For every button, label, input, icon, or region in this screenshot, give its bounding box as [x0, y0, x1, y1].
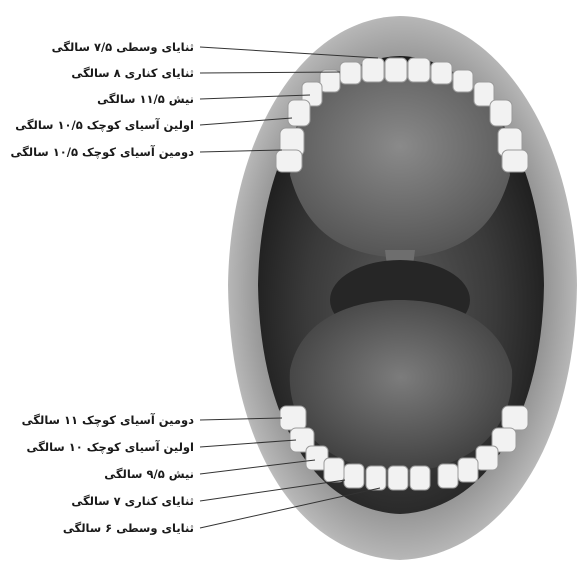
label-lower-canine: نیش ۹/۵ سالگی	[104, 467, 194, 481]
label-upper-canine: نیش ۱۱/۵ سالگی	[97, 92, 194, 106]
label-lower-lateral-incisor: ثنایای کناری ۷ سالگی	[71, 494, 194, 508]
label-upper-lateral-incisor: ثنایای کناری ۸ سالگی	[71, 66, 194, 80]
label-upper-central-incisor: ثنایای وسطی ۷/۵ سالگی	[52, 40, 194, 54]
label-lower-central-incisor: ثنایای وسطی ۶ سالگی	[63, 521, 194, 535]
label-upper-second-premolar: دومین آسیای کوچک ۱۰/۵ سالگی	[10, 145, 194, 159]
label-upper-first-premolar: اولین آسیای کوچک ۱۰/۵ سالگی	[15, 118, 194, 132]
label-lower-second-premolar: دومین آسیای کوچک ۱۱ سالگی	[22, 413, 194, 427]
label-lower-first-premolar: اولین آسیای کوچک ۱۰ سالگی	[26, 440, 194, 454]
